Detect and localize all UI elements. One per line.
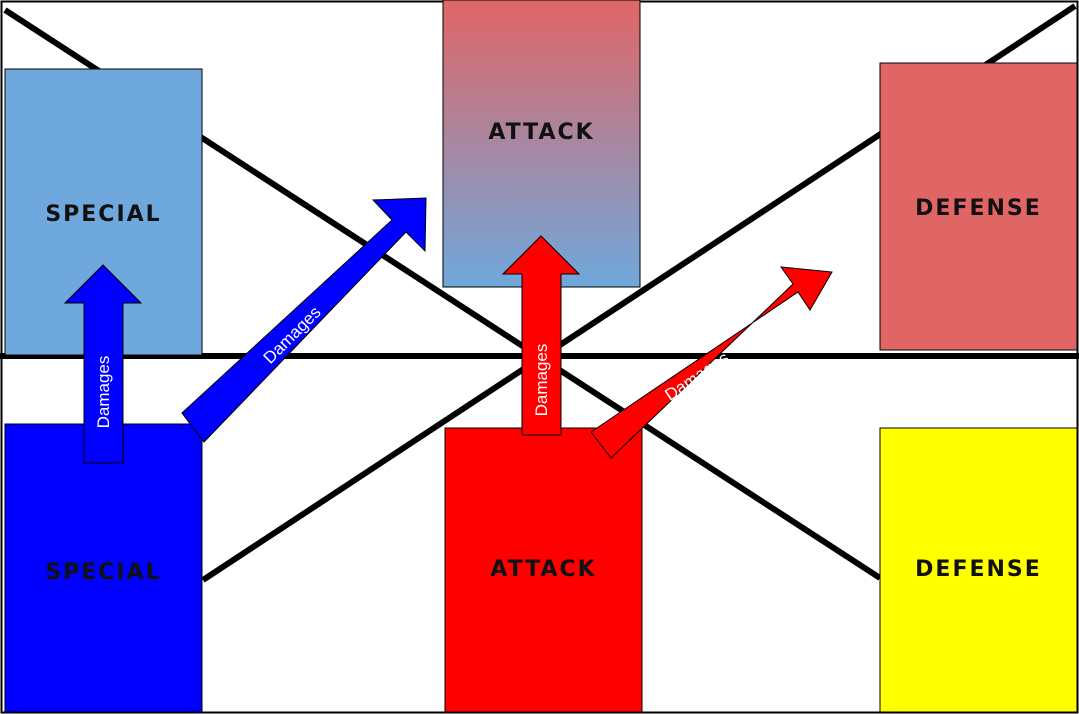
- arrow-attack-damages-attack: Damages: [501, 235, 581, 436]
- card-top-defense[interactable]: DEFENSE: [879, 62, 1078, 351]
- card-bottom-defense[interactable]: DEFENSE: [879, 427, 1078, 713]
- card-top-special-label: SPECIAL: [45, 202, 161, 227]
- card-top-defense-label: DEFENSE: [915, 196, 1042, 221]
- card-top-attack-label: ATTACK: [488, 120, 594, 145]
- card-bottom-special-label: SPECIAL: [45, 560, 161, 585]
- arrow-special-damages-special: Damages: [63, 264, 143, 464]
- card-bottom-attack-label: ATTACK: [490, 557, 596, 582]
- card-bottom-defense-label: DEFENSE: [915, 557, 1042, 582]
- card-bottom-special[interactable]: SPECIAL: [4, 423, 203, 713]
- card-bottom-attack[interactable]: ATTACK: [444, 427, 643, 713]
- arrow-special-damages-special-label: Damages: [94, 356, 113, 429]
- arrow-attack-damages-attack-label: Damages: [532, 344, 551, 417]
